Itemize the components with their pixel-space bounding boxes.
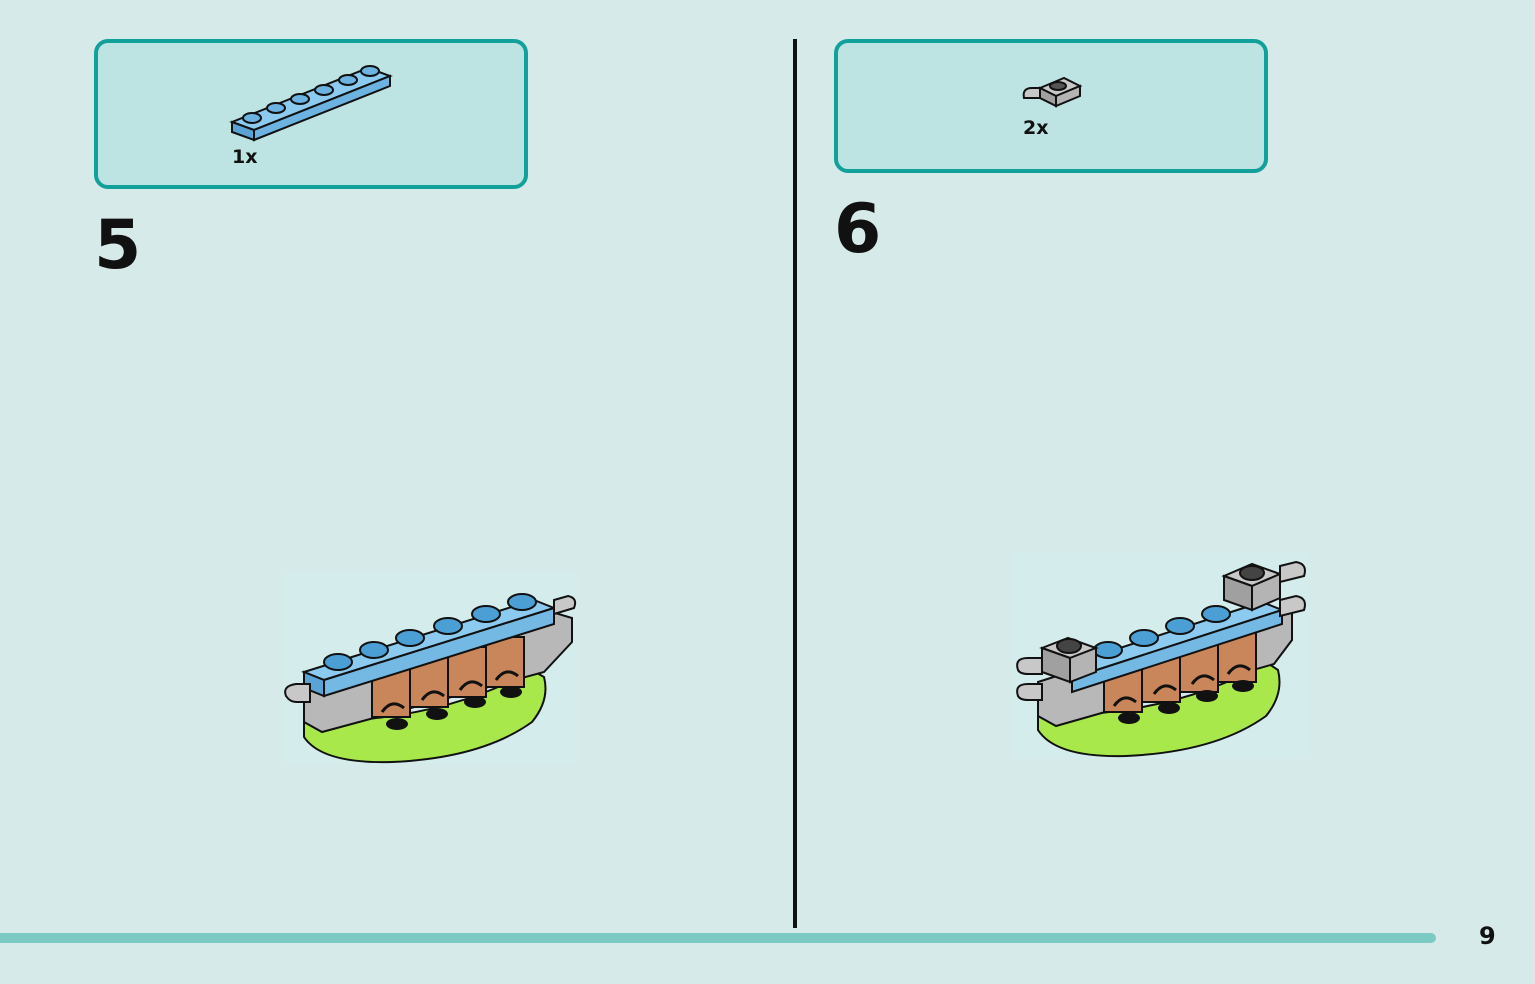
gray-plate-with-clip-icon (1022, 76, 1083, 108)
part-quantity: 2x (1023, 117, 1049, 139)
bottom-progress-bar (0, 933, 1436, 943)
part-quantity: 1x (232, 146, 258, 168)
step-number: 5 (94, 206, 142, 285)
step-6-assembly-illustration (1012, 552, 1310, 758)
light-blue-1x6-plate-icon (229, 65, 393, 142)
page-number: 9 (1479, 922, 1496, 950)
page-divider (793, 39, 797, 928)
step-number: 6 (834, 190, 882, 269)
parts-list-box (834, 39, 1268, 173)
step-5-assembly-illustration (282, 572, 578, 764)
